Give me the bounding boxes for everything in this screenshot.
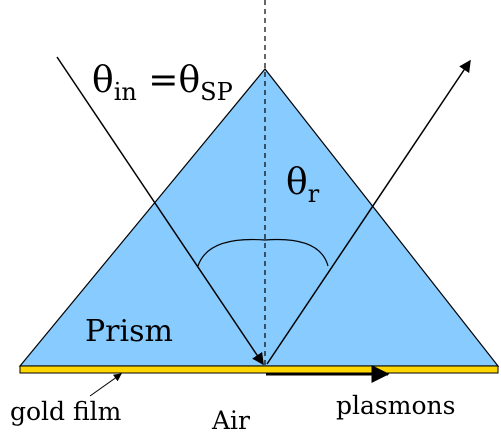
- reflected-angle-arc: [264, 238, 329, 267]
- air-label: Air: [211, 406, 250, 435]
- gold-film-label: gold film: [10, 397, 122, 426]
- theta-sp-symbol: θ: [178, 60, 200, 101]
- theta-sp-subscript: SP: [200, 78, 233, 106]
- gold-film-strip: [19, 365, 499, 374]
- theta-r-subscript: r: [308, 180, 320, 208]
- theta-r-label: θr: [286, 162, 320, 208]
- reflected-ray: [266, 59, 471, 365]
- incident-angle-arc: [197, 238, 266, 267]
- theta-in-equals-theta-sp-label: θin =θSP: [92, 60, 233, 106]
- theta-r-symbol: θ: [286, 162, 308, 203]
- incident-ray: [56, 56, 264, 366]
- equals-sign: =: [137, 60, 179, 101]
- prism-label: Prism: [85, 314, 173, 349]
- theta-in-symbol: θ: [92, 60, 114, 101]
- gold-film-pointer: [89, 373, 122, 397]
- theta-in-subscript: in: [114, 78, 137, 106]
- plasmons-label: plasmons: [336, 391, 455, 420]
